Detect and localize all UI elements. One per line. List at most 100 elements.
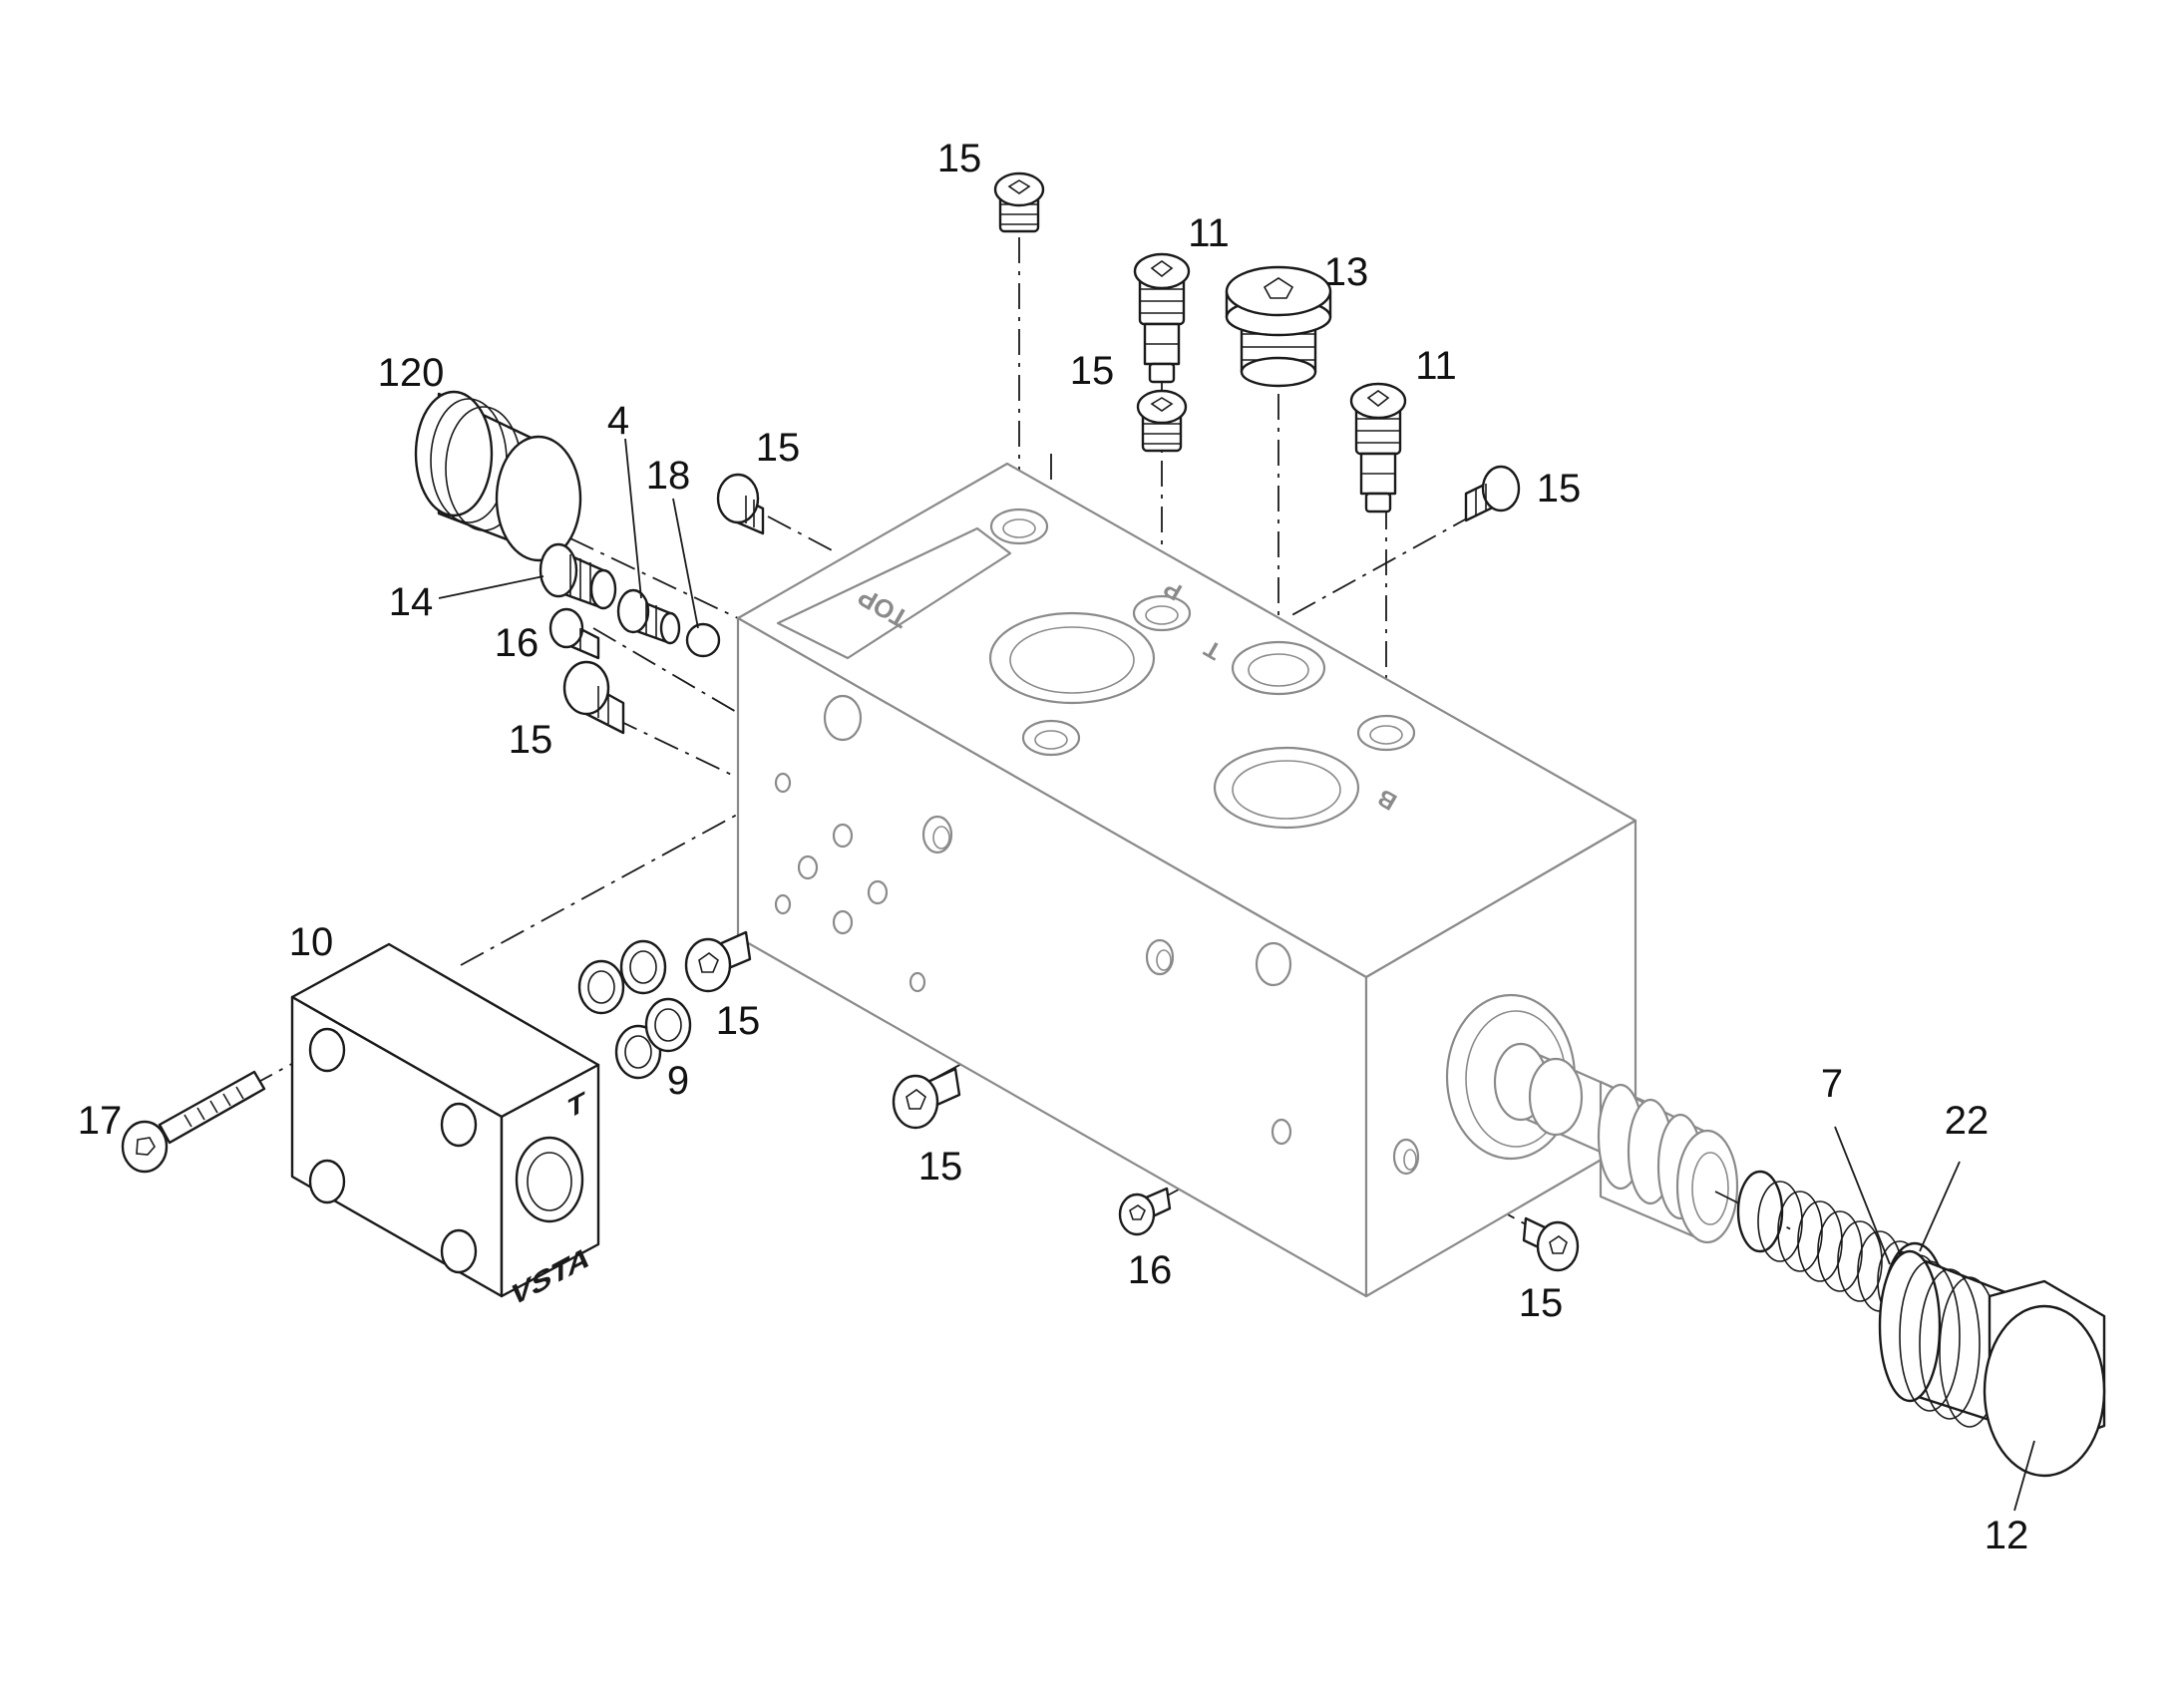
- plug-head: [562, 660, 610, 716]
- orifice-head: [616, 588, 650, 634]
- callout-7: 7: [1821, 1062, 1843, 1106]
- spring-coil: [1757, 1181, 1803, 1262]
- callout-15: 15: [509, 718, 553, 762]
- front-hole-small: [908, 971, 926, 993]
- valve-head: [1349, 382, 1407, 420]
- port-hole-inner: [1145, 605, 1179, 625]
- front-hole-small: [774, 893, 792, 915]
- axis-line: [1714, 1191, 1796, 1232]
- callout-15: 15: [1070, 349, 1115, 393]
- callout-14: 14: [389, 580, 434, 624]
- port-t-bore-inner: [1248, 653, 1309, 687]
- plug-15-right-upper: [1464, 465, 1521, 522]
- plug-head: [716, 473, 760, 524]
- spring-coil: [1817, 1210, 1863, 1292]
- hex-socket: [1007, 179, 1031, 194]
- side-hole-inner: [1403, 1149, 1417, 1171]
- front-hole-small: [774, 772, 792, 794]
- port-hole-inner: [1034, 730, 1068, 750]
- cap-120: [414, 390, 582, 562]
- plug-head: [1225, 265, 1332, 317]
- callout-16: 16: [495, 621, 540, 665]
- callout-22: 22: [1945, 1099, 1990, 1143]
- callout-11: 11: [1188, 211, 1230, 255]
- bolt-hole: [308, 1027, 346, 1073]
- port-hole: [1021, 719, 1081, 757]
- axis-line: [612, 717, 739, 779]
- plug-head: [892, 1074, 939, 1130]
- thread-mark: [222, 1093, 231, 1107]
- orifice-end: [659, 611, 681, 645]
- plug-head: [539, 542, 578, 598]
- callout-12: 12: [1985, 1514, 2029, 1557]
- front-hole-inner: [932, 826, 950, 850]
- thread-mark: [235, 1086, 244, 1100]
- plug-13: [1225, 265, 1332, 388]
- screw-shank: [158, 1070, 266, 1145]
- plug-head: [1481, 465, 1521, 512]
- orifice-4: [616, 588, 681, 645]
- end-plate-10: T VSTA: [290, 942, 600, 1313]
- hex-socket: [136, 1137, 156, 1156]
- callout-15: 15: [756, 426, 801, 470]
- plug-head: [993, 171, 1045, 207]
- thread-mark: [196, 1107, 205, 1121]
- hex-socket: [906, 1089, 926, 1110]
- cap-thread: [1899, 1260, 1961, 1412]
- screw-head: [121, 1120, 169, 1174]
- axis-line: [592, 627, 739, 714]
- port-hole-inner: [1369, 725, 1403, 745]
- plug-head: [684, 937, 732, 993]
- cap-screw-17: [121, 1070, 266, 1174]
- front-hole-small: [1271, 1118, 1292, 1146]
- o-ring-inner: [587, 970, 615, 1004]
- manifold-block: TOP P T B: [736, 462, 1796, 1298]
- plug-14: [539, 542, 617, 610]
- plug-end: [589, 568, 617, 610]
- port-hole-inner: [1002, 518, 1036, 538]
- callout-9: 9: [667, 1059, 689, 1103]
- callout-10: 10: [289, 920, 334, 964]
- leader-14: [438, 575, 545, 599]
- axis-line: [767, 515, 839, 554]
- callout-18: 18: [646, 454, 691, 498]
- bolt-hole: [308, 1159, 346, 1204]
- port-p-bore-inner: [1009, 626, 1135, 694]
- port-t-hole-inner: [527, 1152, 572, 1211]
- leader-12: [2013, 1440, 2035, 1512]
- callout-4: 4: [607, 399, 629, 443]
- front-hole-inner: [1156, 949, 1172, 971]
- hex-socket: [1150, 397, 1174, 412]
- callout-120: 120: [378, 351, 445, 395]
- front-hole-small: [797, 854, 819, 880]
- callout-11: 11: [1415, 344, 1457, 388]
- spring-coil: [1837, 1220, 1883, 1302]
- front-hole: [823, 694, 863, 742]
- hex-socket: [1263, 277, 1294, 299]
- port-b-bore-inner: [1232, 760, 1341, 820]
- o-ring-inner: [629, 950, 657, 984]
- plug-16-left: [548, 607, 600, 660]
- valve-tip: [1148, 362, 1176, 384]
- port-hole: [989, 508, 1049, 545]
- valve-head: [1133, 252, 1191, 290]
- front-hole: [921, 815, 953, 854]
- callout-15: 15: [716, 999, 761, 1043]
- front-hole-small: [832, 909, 854, 935]
- plug-16-bottom: [1118, 1187, 1172, 1236]
- callout-15: 15: [937, 137, 982, 180]
- o-rings-9: [577, 939, 692, 1080]
- axis-line: [528, 517, 739, 619]
- front-hole-small: [832, 823, 854, 849]
- port-b-bore: [1213, 746, 1360, 830]
- plug-bottom: [1240, 356, 1317, 388]
- front-hole: [1255, 941, 1292, 987]
- plug-head: [1118, 1193, 1156, 1236]
- plug-15-top: [993, 171, 1045, 233]
- check-valve-11-right: [1349, 382, 1407, 513]
- axis-line: [460, 790, 782, 966]
- o-ring: [619, 939, 667, 995]
- callout-16: 16: [1128, 1248, 1173, 1292]
- side-hole: [1392, 1138, 1420, 1176]
